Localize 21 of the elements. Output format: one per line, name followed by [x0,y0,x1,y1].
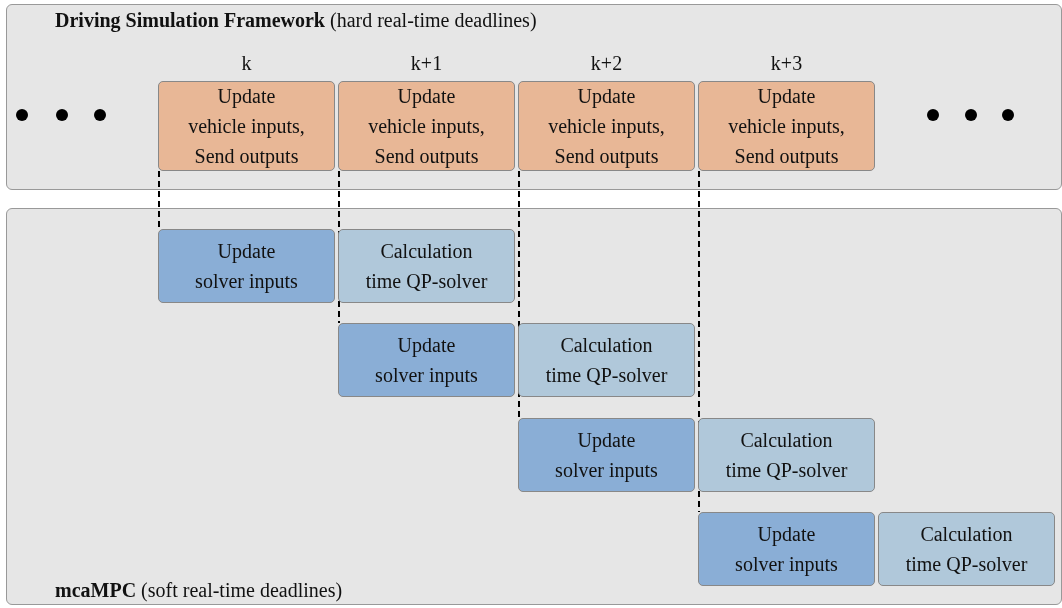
step-label: k [240,51,253,75]
task-box: Update solver inputs [158,229,335,303]
task-box: Update solver inputs [338,323,515,397]
lane-panel [6,208,1062,605]
solver-box: Calculation time QP-solver [338,229,515,303]
step-label: k+3 [769,51,804,75]
step-label: k+2 [589,51,624,75]
lane-title: mcaMPC (soft real-time deadlines) [55,579,343,602]
task-box: Update vehicle inputs, Send outputs [158,81,335,171]
step-label: k+1 [409,51,444,75]
task-box: Update solver inputs [698,512,875,586]
task-box: Update vehicle inputs, Send outputs [698,81,875,171]
task-box: Update vehicle inputs, Send outputs [518,81,695,171]
solver-box: Calculation time QP-solver [518,323,695,397]
solver-box: Calculation time QP-solver [698,418,875,492]
task-box: Update vehicle inputs, Send outputs [338,81,515,171]
lane-title: Driving Simulation Framework (hard real-time deadlines) [55,9,537,32]
dashed-line [158,170,160,230]
solver-box: Calculation time QP-solver [878,512,1055,586]
task-box: Update solver inputs [518,418,695,492]
lane-panel [6,4,1062,190]
